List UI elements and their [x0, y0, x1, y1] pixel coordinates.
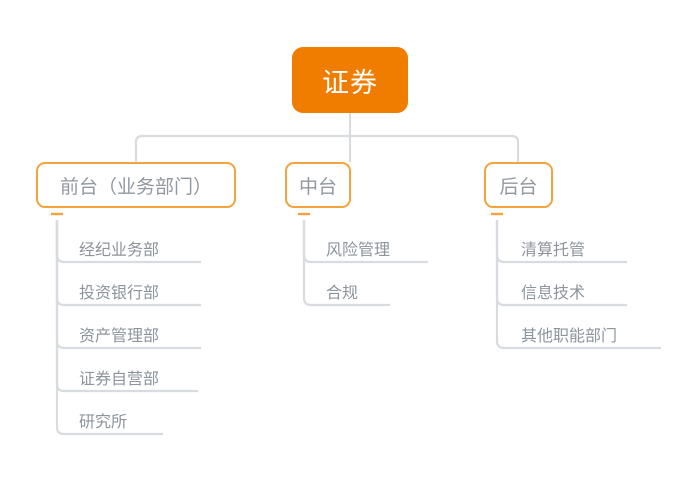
leaf-investment-banking-department[interactable]: 投资银行部 [79, 285, 160, 302]
leaf-asset-management-department[interactable]: 资产管理部 [79, 328, 160, 345]
leaf-proprietary-trading-department[interactable]: 证券自营部 [79, 371, 160, 388]
connector-bus-right [350, 134, 520, 162]
leaf-research-institute[interactable]: 研究所 [79, 414, 128, 431]
node-root-securities[interactable]: 证券 [292, 47, 408, 113]
leaf-compliance[interactable]: 合规 [326, 285, 359, 302]
leaf-other-functional-departments[interactable]: 其他职能部门 [521, 328, 618, 345]
connector-bus-left [134, 134, 350, 162]
node-branch-back-office[interactable]: 后台 [484, 162, 553, 208]
leaf-information-technology[interactable]: 信息技术 [521, 285, 586, 302]
leaf-risk-management[interactable]: 风险管理 [326, 242, 391, 259]
leaf-brokerage-department[interactable]: 经纪业务部 [79, 242, 160, 259]
node-branch-middle-office[interactable]: 中台 [285, 162, 351, 208]
node-branch-front-office[interactable]: 前台（业务部门） [36, 162, 236, 208]
leaf-clearing-and-custody[interactable]: 清算托管 [521, 242, 586, 259]
